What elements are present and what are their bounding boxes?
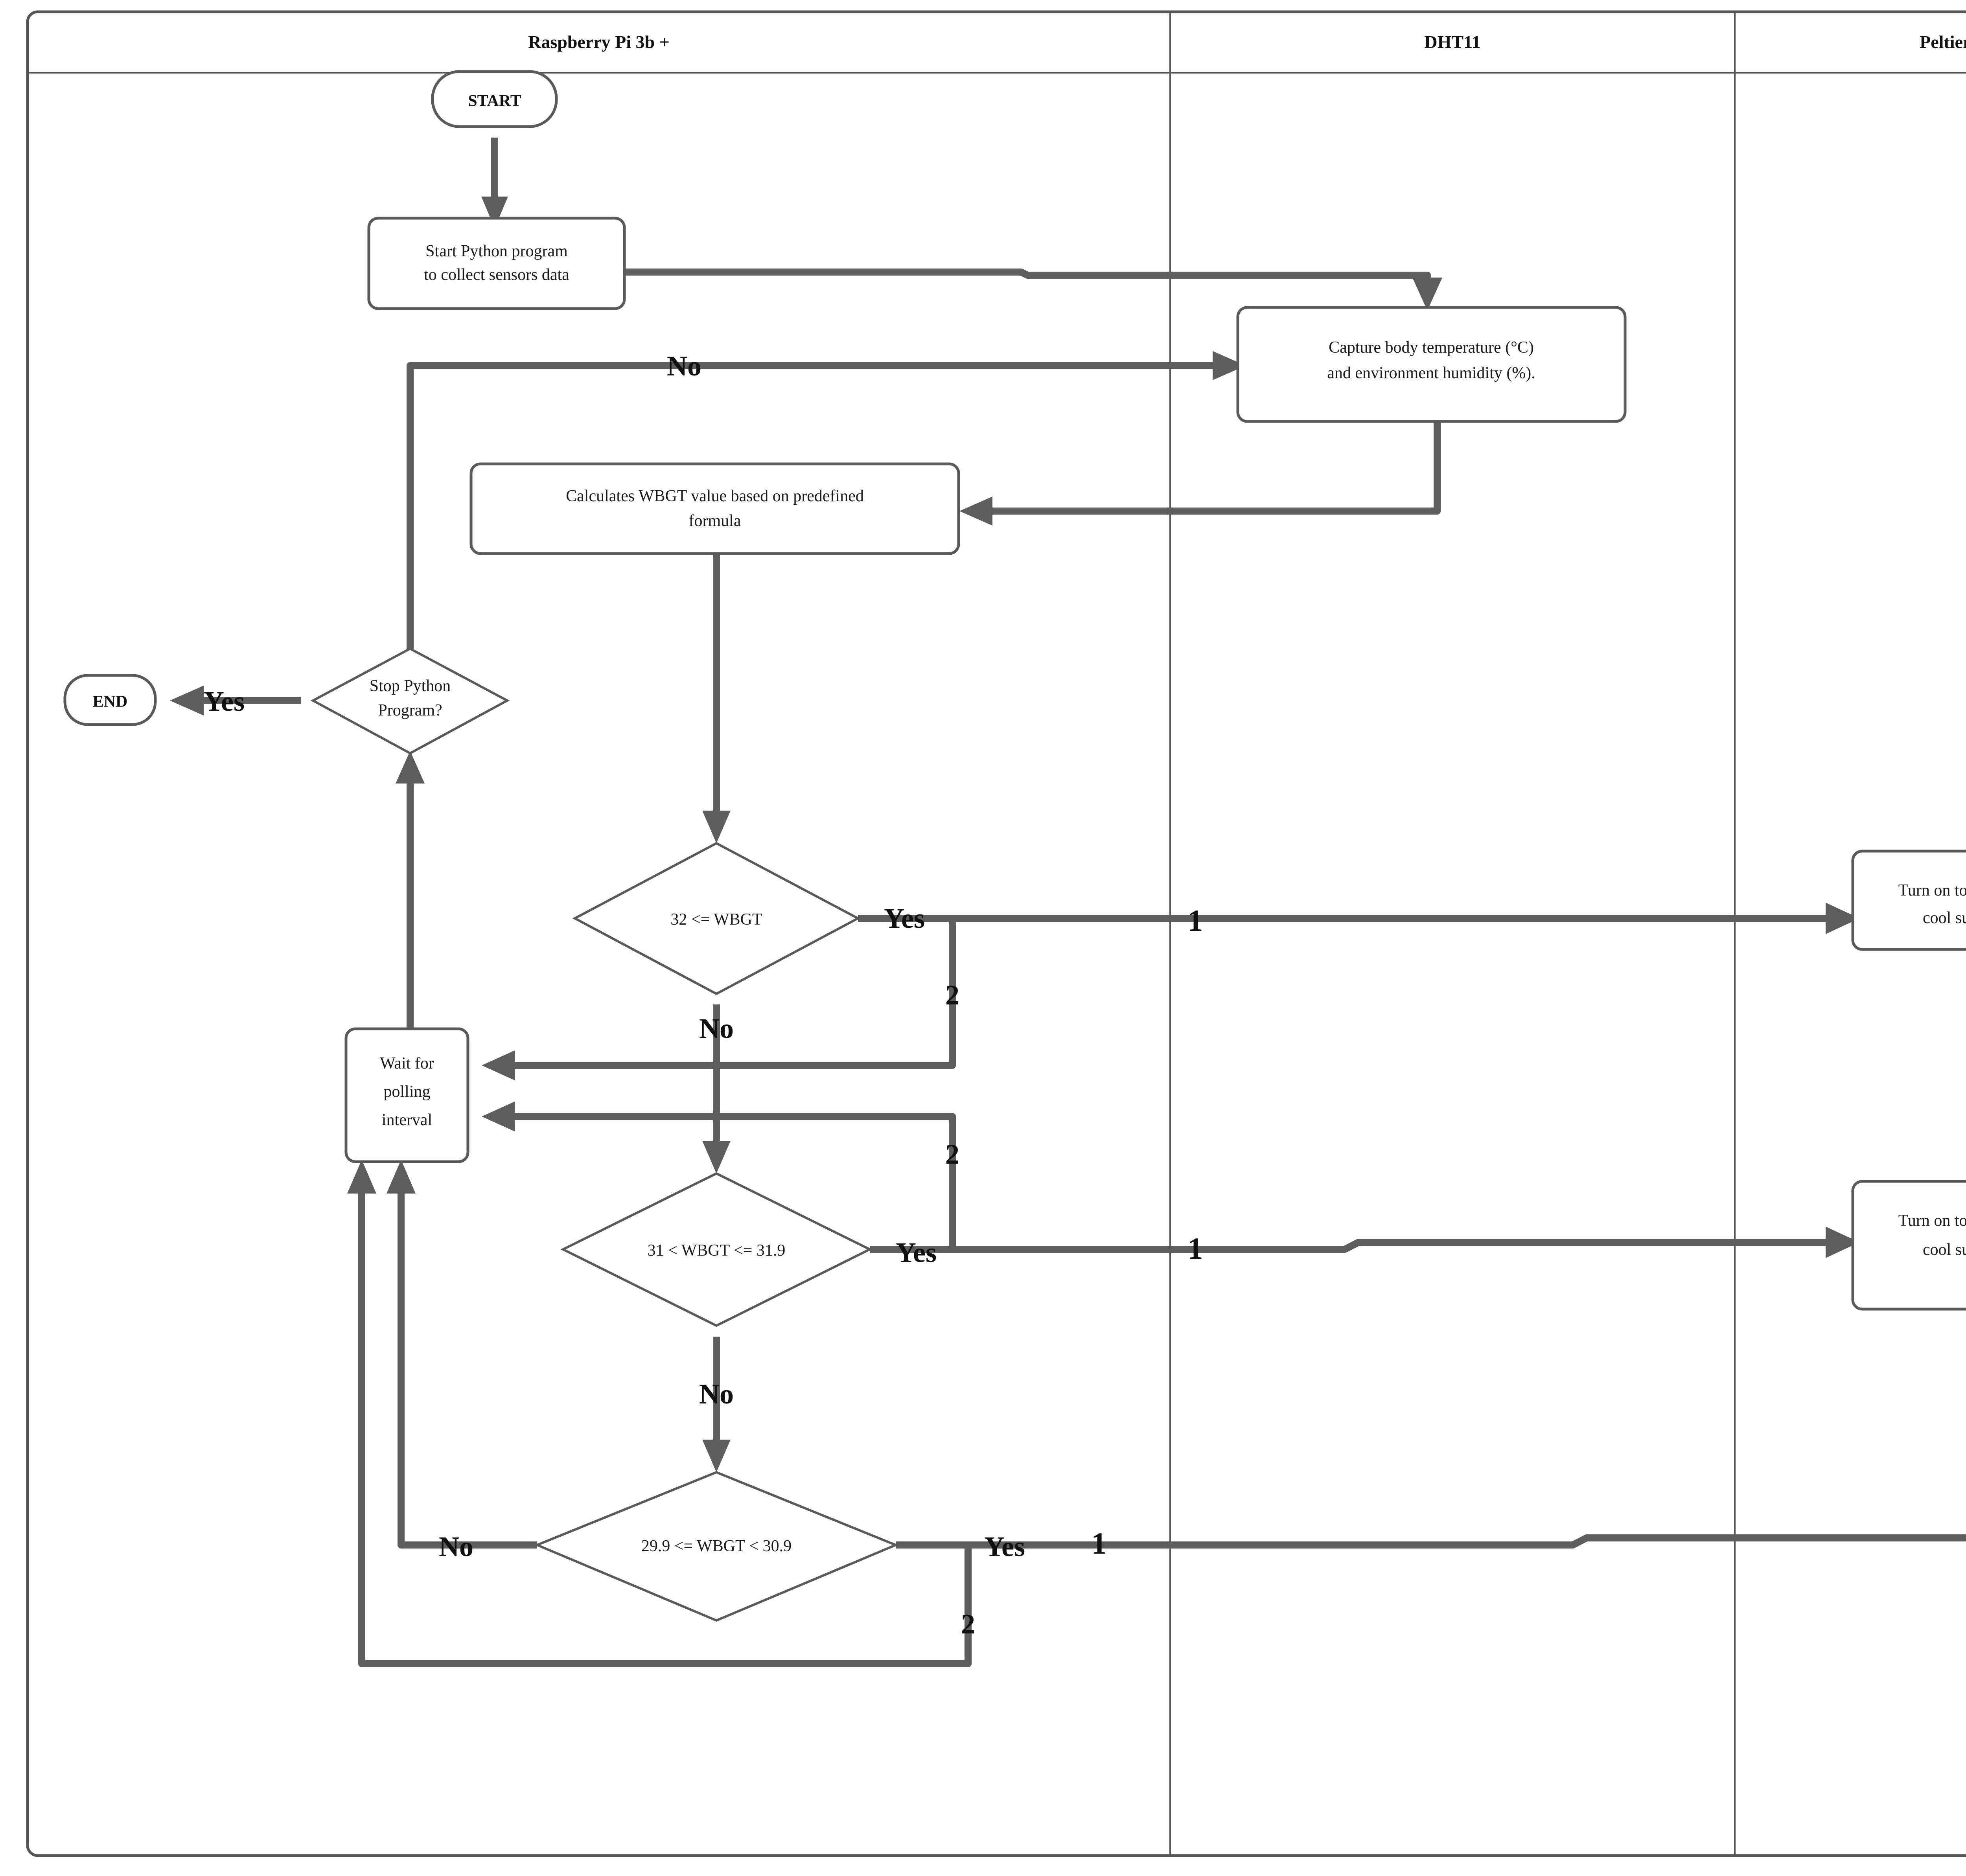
peltier-2-line-2: cool surface xyxy=(1923,1241,1966,1259)
wait-polling-line-2: polling xyxy=(383,1083,430,1101)
edge-label-no-top: No xyxy=(667,350,701,382)
calc-wbgt-box xyxy=(469,462,960,555)
swimlane-frame xyxy=(26,10,1966,1857)
node-end[interactable]: END xyxy=(63,674,157,726)
node-start[interactable]: START xyxy=(431,70,558,128)
flow-connectors xyxy=(170,138,1966,1667)
node-stop-python[interactable]: Stop Python Program? xyxy=(310,647,510,755)
edge-decision1-two-to-wait xyxy=(493,918,956,1069)
node-start-python[interactable]: Start Python program to collect sensors … xyxy=(367,217,626,310)
wait-polling-line-1: Wait for xyxy=(380,1054,434,1072)
start-terminator-shape xyxy=(431,70,558,128)
capture-line-1: Capture body temperature (°C) xyxy=(1329,338,1534,357)
stop-python-line-2: Program? xyxy=(378,701,442,719)
capture-line-2: and environment humidity (%). xyxy=(1327,364,1535,382)
edge-label-two-3: 2 xyxy=(961,1608,975,1640)
edge-label-two-2: 2 xyxy=(945,1138,959,1170)
lane-title-raspberry-pi: Raspberry Pi 3b + xyxy=(528,32,670,52)
calc-wbgt-line-2: formula xyxy=(689,512,741,530)
edge-label-yes-3: Yes xyxy=(984,1531,1025,1562)
decision-3-label: 29.9 <= WBGT < 30.9 xyxy=(641,1537,792,1555)
node-wait-polling[interactable]: Wait for polling interval xyxy=(344,1027,469,1163)
node-capture[interactable]: Capture body temperature (°C) and enviro… xyxy=(1236,306,1627,423)
capture-box xyxy=(1236,306,1627,423)
edge-decision2-yes-to-peltier2 xyxy=(870,1239,1848,1253)
arrowhead-calcwbgt-to-decision1 xyxy=(702,811,731,843)
arrowhead-stoppython-to-end xyxy=(170,686,204,715)
stop-python-diamond xyxy=(310,647,510,755)
lane-title-peltier: Peltier Module xyxy=(1920,32,1966,52)
start-python-box xyxy=(367,217,626,310)
arrowhead-decision3-two-to-wait xyxy=(347,1160,376,1194)
decision-2-label: 31 < WBGT <= 31.9 xyxy=(648,1241,786,1260)
arrowhead-stoppython-no-to-capture xyxy=(1213,351,1246,380)
peltier-2-box xyxy=(1851,1180,1966,1311)
edge-capture-to-calcwbgt xyxy=(971,423,1441,515)
node-peltier-2[interactable]: Turn on to generate cool surface xyxy=(1851,1180,1966,1311)
arrowhead-decision3-no-to-wait xyxy=(387,1160,416,1194)
arrowhead-decision2-no-to-decision3 xyxy=(702,1440,731,1472)
edge-startpython-to-capture xyxy=(624,269,1431,299)
wait-polling-box xyxy=(344,1027,469,1163)
node-decision-3[interactable]: 29.9 <= WBGT < 30.9 xyxy=(534,1471,899,1622)
peltier-1-line-1: Turn on to generate xyxy=(1898,881,1966,899)
arrowhead-decision1-no-to-decision2 xyxy=(702,1141,731,1173)
stop-python-line-1: Stop Python xyxy=(370,677,451,695)
edge-label-yes-1: Yes xyxy=(884,903,925,934)
decision-1-diamond xyxy=(572,842,861,995)
end-terminator-shape xyxy=(63,674,157,726)
edge-label-no-1: No xyxy=(699,1013,734,1044)
connector-label-one-2: 1 xyxy=(1188,1231,1203,1265)
decision-1-label: 32 <= WBGT xyxy=(670,910,762,929)
peltier-2-line-1: Turn on to generate xyxy=(1898,1212,1966,1230)
arrowhead-decision1-two-to-wait xyxy=(482,1050,515,1080)
edge-decision3-two-to-wait xyxy=(358,1173,972,1667)
arrowhead-startpython-to-capture xyxy=(1412,278,1442,311)
edge-label-yes-end: Yes xyxy=(204,686,245,717)
edge-label-two-1: 2 xyxy=(945,979,959,1011)
node-calc-wbgt[interactable]: Calculates WBGT value based on predefine… xyxy=(469,462,960,555)
edge-decision3-no-to-wait xyxy=(398,1173,537,1549)
edge-stoppython-no-to-capture xyxy=(407,362,1234,649)
peltier-1-box xyxy=(1851,850,1966,951)
arrowhead-wait-to-stoppython xyxy=(396,751,425,784)
lane-title-dht11: DHT11 xyxy=(1424,32,1480,52)
edge-label-yes-2: Yes xyxy=(896,1237,937,1268)
start-python-line-1: Start Python program xyxy=(425,242,568,260)
node-decision-1[interactable]: 32 <= WBGT xyxy=(572,842,861,995)
arrowhead-capture-to-calcwbgt xyxy=(959,497,992,526)
decision-2-diamond xyxy=(560,1172,873,1327)
arrowhead-decision2-yes-to-peltier2 xyxy=(1826,1227,1859,1258)
swimlane-outer-border xyxy=(26,10,1966,1857)
peltier-1-line-2: cool surface xyxy=(1923,909,1966,927)
connector-label-one-3: 1 xyxy=(1092,1526,1107,1560)
arrowhead-decision1-yes-to-peltier1 xyxy=(1826,903,1859,934)
node-decision-2[interactable]: 31 < WBGT <= 31.9 xyxy=(560,1172,873,1327)
end-label: END xyxy=(93,693,128,711)
arrowhead-decision2-two-to-wait xyxy=(482,1102,515,1131)
calc-wbgt-line-1: Calculates WBGT value based on predefine… xyxy=(566,487,864,505)
connector-label-one-1: 1 xyxy=(1188,903,1203,938)
wait-polling-line-3: interval xyxy=(382,1111,432,1129)
edge-decision2-two-to-wait xyxy=(493,1113,956,1249)
start-python-line-2: to collect sensors data xyxy=(424,266,569,284)
edge-labels: No Yes Yes 1 2 No Yes 1 2 No Yes 1 2 No xyxy=(204,350,1203,1640)
start-label: START xyxy=(468,92,521,110)
edge-label-no-3: No xyxy=(439,1531,473,1562)
node-peltier-1[interactable]: Turn on to generate cool surface xyxy=(1851,850,1966,951)
edge-label-no-2: No xyxy=(699,1378,734,1410)
decision-3-diamond xyxy=(534,1471,899,1622)
arrowhead-start-to-startpython xyxy=(481,197,508,228)
edge-decision3-yes-to-fans xyxy=(896,1534,1966,1549)
lane-headers: Raspberry Pi 3b + DHT11 Peltier Module S… xyxy=(528,32,1966,52)
